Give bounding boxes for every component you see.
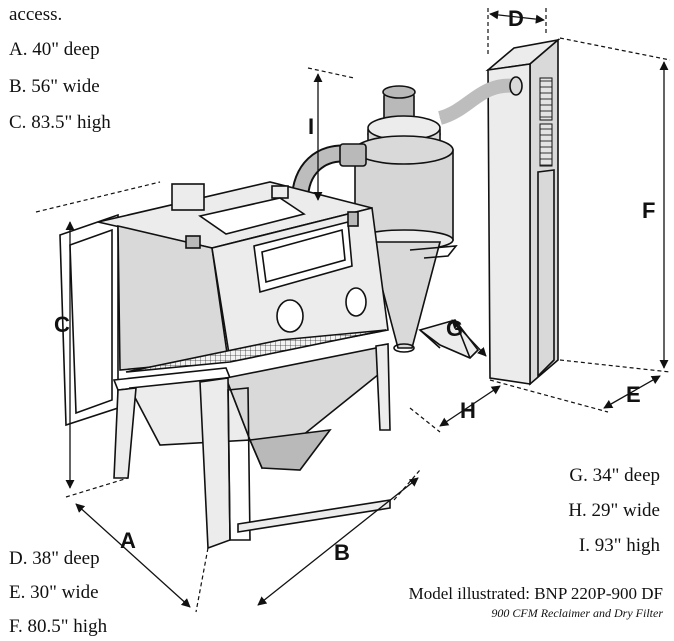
label-d: D [508, 6, 524, 31]
blast-cabinet [59, 181, 391, 550]
intro-text: access. [9, 4, 63, 25]
spec-i: I. 93" high [578, 535, 660, 556]
label-a: A [120, 528, 136, 553]
spec-c: C. 83.5" high [9, 112, 111, 133]
label-c: C [54, 312, 70, 337]
label-g: G [446, 316, 463, 341]
spec-b: B. 56" wide [9, 76, 100, 97]
model-subcaption: 900 CFM Reclaimer and Dry Filter [491, 606, 663, 620]
spec-f: F. 80.5" high [9, 616, 108, 637]
label-f: F [642, 198, 655, 223]
spec-g: G. 34" deep [569, 465, 660, 486]
label-i: I [308, 114, 314, 139]
dimension-lines [35, 8, 671, 613]
label-h: H [460, 398, 476, 423]
model-caption: Model illustrated: BNP 220P-900 DF [408, 584, 663, 603]
label-b: B [334, 540, 350, 565]
spec-h: H. 29" wide [568, 500, 660, 521]
dry-filter-cabinet [485, 38, 561, 386]
label-e: E [626, 382, 641, 407]
dimension-letters: C A B I D F E G H [54, 6, 655, 565]
hose-connector-icon [509, 76, 523, 96]
spec-a: A. 40" deep [9, 39, 100, 60]
